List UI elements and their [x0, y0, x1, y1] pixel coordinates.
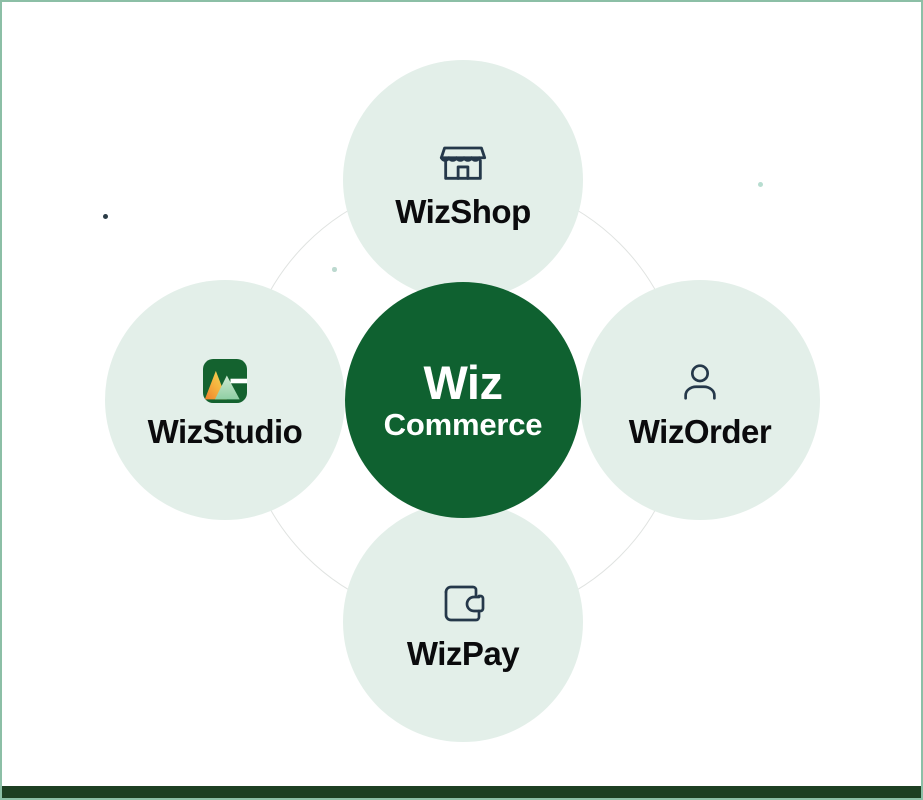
node-label-wizorder: WizOrder	[628, 412, 772, 450]
node-wizstudio[interactable]: WizStudio	[105, 280, 345, 520]
wallet-icon	[439, 575, 487, 631]
node-wizpay[interactable]: WizPay	[343, 502, 583, 742]
node-label-wizpay: WizPay	[406, 634, 520, 672]
node-wizshop[interactable]: WizShop	[343, 60, 583, 300]
user-person-icon	[677, 353, 723, 409]
node-label-wizstudio: WizStudio	[147, 412, 303, 450]
node-label-wizshop: WizShop	[395, 192, 531, 230]
footer-bar	[2, 786, 921, 798]
hub-wizcommerce[interactable]: Wiz Commerce	[345, 282, 581, 518]
storefront-icon	[437, 133, 489, 189]
decorative-dot-top-left	[103, 214, 108, 219]
decorative-dot-inner	[332, 267, 337, 272]
decorative-dot-top-right	[758, 182, 763, 187]
hub-title-line1: Wiz	[423, 355, 503, 409]
wizstudio-logo-icon	[203, 353, 247, 409]
hub-title-line2: Commerce	[383, 406, 543, 442]
node-wizorder[interactable]: WizOrder	[580, 280, 820, 520]
